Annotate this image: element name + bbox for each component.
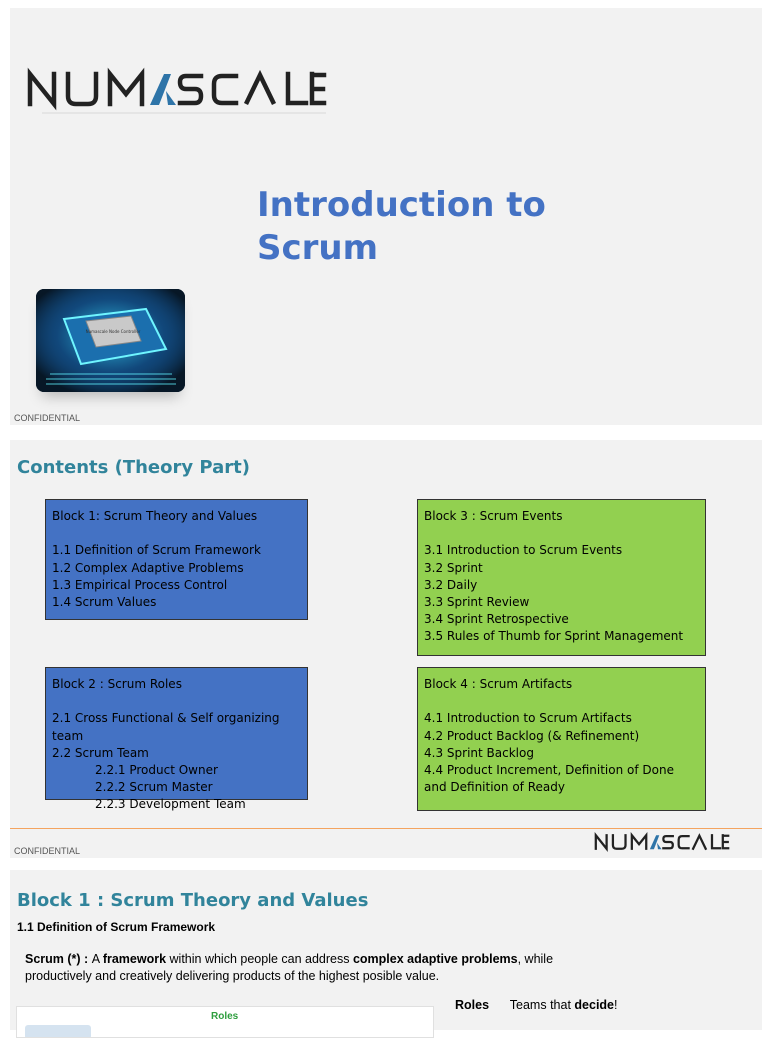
list-item: 4.4 Product Increment, Definition of Don… bbox=[424, 763, 674, 795]
list-subitem: 2.2.2 Scrum Master bbox=[95, 780, 213, 795]
list-item: 1.2 Complex Adaptive Problems bbox=[52, 560, 244, 575]
roles-line: Roles Teams that decide! bbox=[455, 998, 618, 1012]
slide-contents: Contents (Theory Part) Block 1: Scrum Th… bbox=[10, 440, 762, 858]
slide-title-text: Introduction to Scrum bbox=[257, 184, 637, 270]
roles-text-1: Teams that bbox=[509, 998, 575, 1012]
para-bold-2: framework bbox=[102, 952, 167, 966]
chip-image: Numascale Node Controller bbox=[36, 289, 185, 392]
confidential-label: CONFIDENTIAL bbox=[14, 846, 81, 856]
contents-title: Contents (Theory Part) bbox=[17, 457, 250, 478]
para-text-2: within which people can address bbox=[166, 952, 353, 966]
scrum-definition-paragraph: Scrum (*) : A framework within which peo… bbox=[25, 951, 585, 985]
para-text-3: , while productively and creatively deli… bbox=[25, 952, 554, 983]
image-box bbox=[25, 1025, 91, 1037]
chip-label: Numascale Node Controller bbox=[86, 329, 141, 334]
para-bold-3: complex adaptive problems bbox=[352, 952, 518, 966]
list-item: 2.1 Cross Functional & Self organizing t… bbox=[52, 711, 280, 743]
list-item: 4.3 Sprint Backlog bbox=[424, 745, 534, 760]
list-subitem: 2.2.3 Development Team bbox=[95, 797, 246, 812]
list-item: 3.1 Introduction to Scrum Events bbox=[424, 543, 623, 558]
block-1-title: Block 1: Scrum Theory and Values bbox=[52, 509, 258, 523]
divider-line bbox=[10, 828, 762, 829]
list-item: 3.2 Daily bbox=[424, 577, 478, 592]
block-4-title: Block 4 : Scrum Artifacts bbox=[424, 677, 573, 691]
list-item: 4.1 Introduction to Scrum Artifacts bbox=[424, 711, 632, 726]
block-2-title: Block 2 : Scrum Roles bbox=[52, 677, 182, 691]
slide-block1: Block 1 : Scrum Theory and Values 1.1 De… bbox=[10, 870, 762, 1038]
roles-label: Roles bbox=[455, 998, 490, 1012]
list-subitem: 2.2.1 Product Owner bbox=[95, 763, 218, 777]
list-item: 3.4 Sprint Retrospective bbox=[424, 612, 569, 627]
block-1-box: Block 1: Scrum Theory and Values 1.1 Def… bbox=[45, 499, 308, 620]
block-3-title: Block 3 : Scrum Events bbox=[424, 509, 563, 523]
list-item: 1.4 Scrum Values bbox=[52, 595, 157, 609]
para-bold-1: Scrum (*) : bbox=[25, 952, 92, 966]
list-item: 3.5 Rules of Thumb for Sprint Management bbox=[424, 629, 684, 644]
list-item: 2.2 Scrum Team bbox=[52, 745, 149, 760]
list-item: 3.3 Sprint Review bbox=[424, 595, 530, 609]
numascale-logo bbox=[26, 64, 328, 114]
numascale-logo-small bbox=[594, 830, 730, 854]
title-line-1: Introduction to bbox=[257, 185, 546, 225]
image-roles-label: Roles bbox=[211, 1011, 239, 1022]
list-item: 1.3 Empirical Process Control bbox=[52, 577, 228, 592]
title-line-2: Scrum bbox=[257, 228, 379, 268]
block-4-box: Block 4 : Scrum Artifacts 4.1 Introducti… bbox=[417, 667, 706, 811]
block1-slide-title: Block 1 : Scrum Theory and Values bbox=[17, 890, 369, 911]
block-3-box: Block 3 : Scrum Events 3.1 Introduction … bbox=[417, 499, 706, 656]
roles-text-2: ! bbox=[614, 998, 618, 1012]
confidential-label: CONFIDENTIAL bbox=[14, 413, 81, 423]
block-2-box: Block 2 : Scrum Roles 2.1 Cross Function… bbox=[45, 667, 308, 811]
para-text-1: A bbox=[91, 952, 103, 966]
list-item: 3.2 Sprint bbox=[424, 560, 483, 575]
list-item: 1.1 Definition of Scrum Framework bbox=[52, 543, 261, 558]
slide-title: Introduction to Scrum Numascale Node Con… bbox=[10, 8, 762, 425]
list-item: 4.2 Product Backlog (& Refinement) bbox=[424, 728, 640, 743]
roles-bold: decide bbox=[574, 998, 615, 1012]
scrum-roles-image: Roles bbox=[16, 1006, 434, 1038]
block1-subtitle: 1.1 Definition of Scrum Framework bbox=[17, 920, 216, 934]
